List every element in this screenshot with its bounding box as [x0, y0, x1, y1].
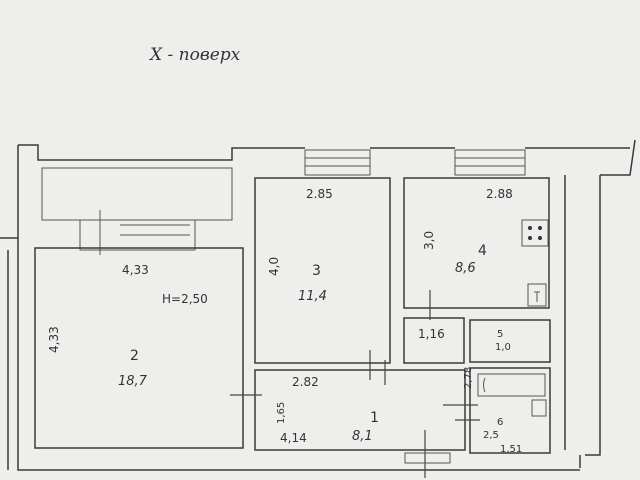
room-4-area: 8,6 — [455, 261, 476, 276]
room-6: 6 2,5 1,51 — [469, 367, 551, 455]
room-1: 2.82 1,65 4,14 1 8,1 2,78 — [230, 350, 480, 478]
room-6-area: 2,5 — [483, 430, 499, 441]
loggia — [41, 167, 233, 255]
room-2-area: 18,7 — [118, 374, 148, 389]
bathroom-sink-icon — [531, 399, 547, 417]
room-3: 2.85 4,0 3 11,4 — [254, 149, 391, 364]
room-6-bottom-dimension: 1,51 — [500, 444, 522, 455]
room-4-top-dimension: 2.88 — [486, 187, 513, 201]
ceiling-height: Н=2,50 — [162, 292, 208, 306]
room-5: 5 1,0 — [469, 319, 551, 363]
room-2-side-dimension: 4,33 — [47, 326, 61, 353]
room-3-top-dimension: 2.85 — [306, 187, 333, 201]
room-1-bottom-dimension: 4,14 — [280, 431, 307, 445]
room-2-top-dimension: 4,33 — [122, 263, 149, 277]
room-3-area: 11,4 — [298, 289, 327, 304]
room-4-side-dimension: 3,0 — [422, 231, 436, 250]
exterior-walls — [0, 139, 636, 471]
stove-icon — [521, 219, 549, 247]
corridor-side-dimension: 2,78 — [463, 367, 474, 389]
room-4-number: 4 — [478, 243, 487, 259]
sink-icon — [527, 283, 547, 307]
room-1-number: 1 — [370, 410, 379, 426]
room-1-area: 8,1 — [352, 429, 373, 444]
room-5-number: 5 — [497, 329, 503, 340]
room-3-number: 3 — [312, 263, 321, 279]
room-4: 2.88 3,0 4 8,6 — [403, 149, 550, 309]
room-6-number: 6 — [497, 417, 503, 428]
room-2-number: 2 — [130, 348, 139, 364]
hall-small-dimension: 1,16 — [418, 327, 445, 341]
room-2: 4,33 4,33 Н=2,50 2 18,7 — [34, 247, 244, 449]
room-3-side-dimension: 4,0 — [267, 257, 281, 276]
floor-title: Х - поверх — [148, 45, 241, 65]
hall-small: 1,16 — [403, 290, 465, 364]
room-5-area: 1,0 — [495, 342, 511, 353]
room-1-side-dimension: 1,65 — [276, 402, 287, 424]
entrance-door — [404, 452, 451, 464]
room-1-top-dimension: 2.82 — [292, 375, 319, 389]
